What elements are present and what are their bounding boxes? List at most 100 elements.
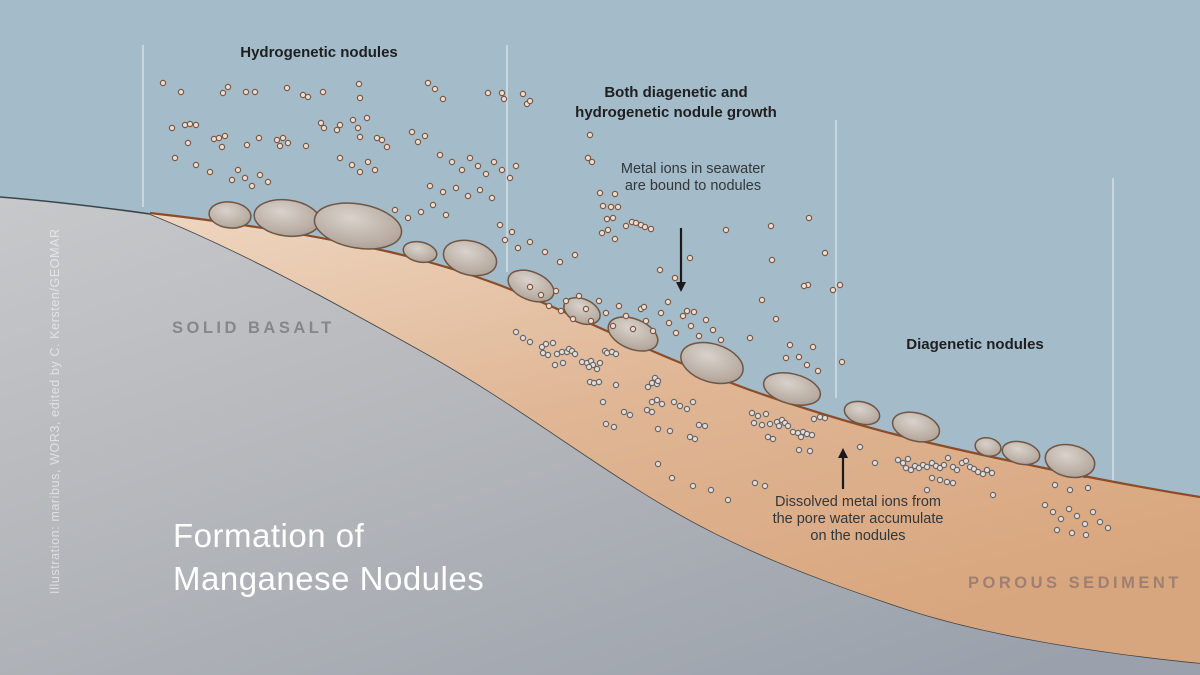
label-seawater-ions: Metal ions in seawater are bound to nodu… xyxy=(621,161,765,195)
pore-water-ion-dot xyxy=(904,455,912,463)
pore-water-ion-dot xyxy=(1084,484,1092,492)
seawater-ion-dot xyxy=(686,254,694,262)
seawater-ion-dot xyxy=(336,154,344,162)
pore-water-ion-dot xyxy=(816,413,824,421)
pore-water-ion-dot xyxy=(578,358,586,366)
seawater-ion-dot xyxy=(241,174,249,182)
pore-water-ion-dot xyxy=(775,422,783,430)
seawater-ion-dot xyxy=(512,162,520,170)
seawater-ion-dot xyxy=(436,151,444,159)
pore-water-ion-dot xyxy=(758,421,766,429)
pore-water-ion-dot xyxy=(761,482,769,490)
seawater-ion-dot xyxy=(210,135,218,143)
seawater-ion-dot xyxy=(458,166,466,174)
seawater-ion-dot xyxy=(629,325,637,333)
seawater-ion-dot xyxy=(283,84,291,92)
water-ion-dots xyxy=(159,79,846,375)
pore-water-ion-dot xyxy=(949,479,957,487)
seawater-ion-dot xyxy=(206,168,214,176)
pore-water-ion-dot xyxy=(762,410,770,418)
seawater-ion-dot xyxy=(556,258,564,266)
seawater-ion-dot xyxy=(690,308,698,316)
seawater-ion-dot xyxy=(356,133,364,141)
seawater-ion-dot xyxy=(622,312,630,320)
pore-water-ion-dot xyxy=(923,486,931,494)
seawater-ion-dot xyxy=(242,88,250,96)
seawater-ion-dot xyxy=(562,297,570,305)
seawater-ion-dot xyxy=(256,171,264,179)
seawater-ion-dot xyxy=(159,79,167,87)
seawater-ion-dot xyxy=(264,178,272,186)
manganese-nodule xyxy=(974,437,1002,457)
pore-water-ion-dot xyxy=(653,396,661,404)
pore-water-ion-dot xyxy=(1066,486,1074,494)
seawater-ion-dot xyxy=(508,228,516,236)
seawater-ion-dot xyxy=(408,128,416,136)
seawater-ion-dot xyxy=(218,143,226,151)
seawater-ion-dot xyxy=(717,336,725,344)
seawater-ion-dot xyxy=(319,88,327,96)
manganese-nodule xyxy=(208,201,252,229)
pore-water-ion-dot xyxy=(551,361,559,369)
seawater-ion-dot xyxy=(671,274,679,282)
seawater-ion-dot xyxy=(569,315,577,323)
pore-water-ion-dot xyxy=(751,479,759,487)
credit-text: Illustration: maribus, WOR3, edited by C… xyxy=(48,228,62,594)
pore-water-ion-dot xyxy=(683,405,691,413)
seawater-ion-dot xyxy=(829,286,837,294)
seawater-ion-dot xyxy=(642,317,650,325)
seawater-ion-dot xyxy=(192,121,200,129)
pore-water-ion-dot xyxy=(654,460,662,468)
label-both-growth: Both diagenetic and hydrogenetic nodule … xyxy=(575,85,777,120)
pore-water-ion-dot xyxy=(526,338,534,346)
seawater-ion-dot xyxy=(404,214,412,222)
seawater-ion-dot xyxy=(640,303,648,311)
seawater-ion-dot xyxy=(609,214,617,222)
label-dissolved-ions-line3: on the nodules xyxy=(810,528,906,544)
seawater-ion-dot xyxy=(414,138,422,146)
seawater-ion-dot xyxy=(336,121,344,129)
seawater-ion-dot xyxy=(709,326,717,334)
pore-water-ion-dot xyxy=(701,422,709,430)
seawater-ion-dot xyxy=(545,302,553,310)
pore-water-ion-dot xyxy=(658,400,666,408)
seawater-ion-dot xyxy=(641,223,649,231)
seawater-ion-dot xyxy=(391,206,399,214)
seawater-ion-dot xyxy=(355,80,363,88)
pore-water-ion-dot xyxy=(1057,515,1065,523)
pore-water-ion-dot xyxy=(810,415,818,423)
seawater-ion-dot xyxy=(526,97,534,105)
seawater-ion-dot xyxy=(587,317,595,325)
pore-water-ion-dot xyxy=(670,398,678,406)
seawater-ion-dot xyxy=(273,136,281,144)
seawater-ion-dot xyxy=(221,132,229,140)
seawater-ion-dot xyxy=(584,154,592,162)
seawater-ion-dot xyxy=(809,343,817,351)
pore-water-ion-dot xyxy=(988,469,996,477)
pore-water-ion-dot xyxy=(724,496,732,504)
seawater-ion-dot xyxy=(596,189,604,197)
pore-water-ion-dot xyxy=(610,423,618,431)
pore-water-ion-dot xyxy=(603,349,611,357)
seawater-ion-dot xyxy=(575,292,583,300)
seawater-ion-dot xyxy=(599,202,607,210)
seawater-ion-dot xyxy=(758,296,766,304)
seawater-ion-dot xyxy=(609,322,617,330)
seawater-ion-dot xyxy=(429,201,437,209)
seawater-ion-dot xyxy=(171,154,179,162)
pore-water-ion-dot xyxy=(1065,505,1073,513)
seawater-ion-dot xyxy=(695,332,703,340)
seawater-ion-dot xyxy=(604,226,612,234)
seawater-ion-dot xyxy=(228,176,236,184)
manganese-nodule xyxy=(402,240,438,264)
seawater-ion-dot xyxy=(224,83,232,91)
pore-water-ion-dot xyxy=(644,383,652,391)
pore-water-ion-dot xyxy=(907,466,915,474)
pore-water-ion-dot xyxy=(590,379,598,387)
pore-water-ion-dot xyxy=(512,328,520,336)
seawater-ion-dot xyxy=(378,136,386,144)
label-dissolved-ions-line1: Dissolved metal ions from xyxy=(775,494,941,510)
seawater-ion-dot xyxy=(186,120,194,128)
